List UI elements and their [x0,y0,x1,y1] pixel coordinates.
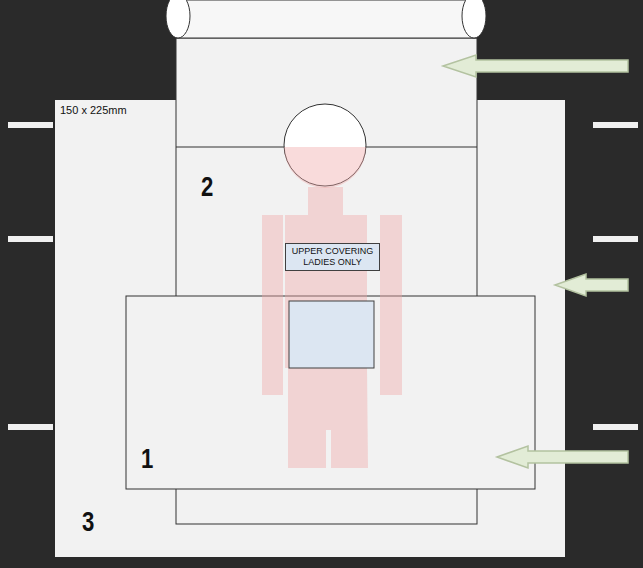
callout-number: 2 [201,174,213,201]
panel-2 [176,38,477,298]
roll-end [166,0,190,38]
dimension-label: 150 x 225mm [60,105,127,116]
note-box: UPPER COVERING LADIES ONLY [285,243,380,271]
roll-end [462,0,486,38]
panel-3 [55,100,565,557]
callout-number: 3 [82,509,94,536]
pointer-arrows [443,55,628,468]
body-figure [262,187,402,468]
face [284,147,366,188]
roll [176,0,477,38]
lower-covering [289,301,374,368]
note-text: UPPER COVERING LADIES ONLY [289,246,376,268]
callout-number: 1 [141,446,153,473]
